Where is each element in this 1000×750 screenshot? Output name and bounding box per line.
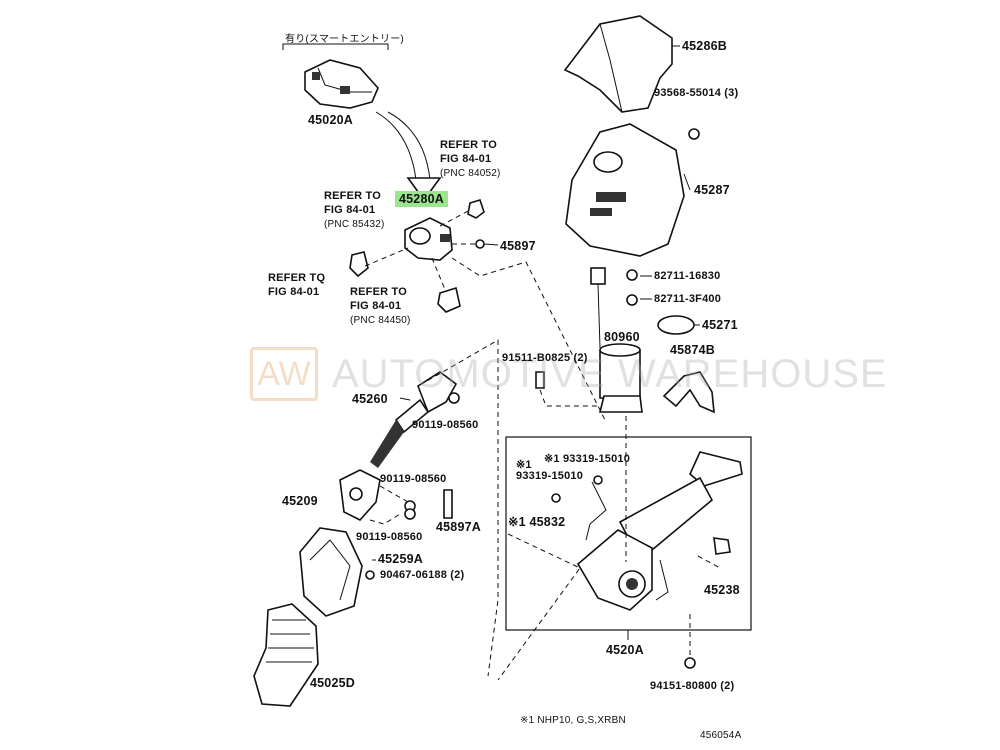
- label-93319-b[interactable]: 93319-15010: [516, 470, 584, 482]
- refer-tq-line2: FIG 84-01: [268, 286, 320, 298]
- part-45287: [565, 123, 685, 257]
- refer-85432-line3: (PNC 85432): [324, 219, 385, 230]
- option-bracket: [282, 43, 389, 50]
- label-45280A-highlighted[interactable]: 45280A: [395, 191, 448, 207]
- part-45020A: [304, 59, 379, 109]
- label-93319-b-mark: ※1: [516, 459, 532, 471]
- refer-84450-line1: REFER TO: [350, 286, 408, 298]
- label-45209[interactable]: 45209: [282, 494, 318, 508]
- label-45897[interactable]: 45897: [500, 239, 536, 253]
- part-80960: [590, 267, 643, 413]
- refer-84052-line3: (PNC 84052): [440, 168, 501, 179]
- label-91511[interactable]: 91511-B0825 (2): [502, 352, 588, 364]
- refer-84450-line2: FIG 84-01: [350, 300, 402, 312]
- refer-85432-line2: FIG 84-01: [324, 204, 376, 216]
- label-90467[interactable]: 90467-06188 (2): [380, 569, 465, 581]
- label-45020A[interactable]: 45020A: [308, 113, 353, 127]
- part-4520A-column: [576, 451, 743, 611]
- label-45287[interactable]: 45287: [694, 183, 730, 197]
- part-45209: [339, 469, 381, 521]
- label-45259A[interactable]: 45259A: [378, 552, 423, 566]
- bolt-91511: [535, 371, 545, 389]
- refer-tq-line1: REFER TQ: [268, 272, 326, 284]
- figure-number: 456054A: [700, 730, 742, 741]
- part-45280A-assembly: [349, 199, 485, 313]
- label-4520A[interactable]: 4520A: [606, 643, 644, 657]
- refer-84450-line3: (PNC 84450): [350, 315, 411, 326]
- refer-85432-line1: REFER TO: [324, 190, 382, 202]
- label-45271[interactable]: 45271: [702, 318, 738, 332]
- label-45286B[interactable]: 45286B: [682, 39, 727, 53]
- label-82711-3F400[interactable]: 82711-3F400: [654, 293, 722, 305]
- label-90119-b[interactable]: 90119-08560: [380, 473, 447, 485]
- label-80960[interactable]: 80960: [604, 330, 640, 344]
- label-45832[interactable]: ※1 45832: [508, 515, 566, 529]
- bolt-90119-a: [448, 392, 460, 404]
- part-45286B: [563, 15, 673, 113]
- label-82711-16830[interactable]: 82711-16830: [654, 270, 721, 282]
- part-45260: [370, 371, 458, 468]
- bolt-45897A: [443, 489, 453, 519]
- label-smart-entry: 有り(スマートエントリー): [285, 34, 404, 45]
- label-93319-a[interactable]: ※1 93319-15010: [544, 453, 631, 465]
- label-45025D[interactable]: 45025D: [310, 676, 355, 690]
- label-45238[interactable]: 45238: [704, 583, 740, 597]
- label-45874B[interactable]: 45874B: [670, 343, 715, 357]
- label-45897A[interactable]: 45897A: [436, 520, 481, 534]
- label-94151[interactable]: 94151-80800 (2): [650, 680, 735, 692]
- screw-93568: [688, 128, 700, 140]
- part-45271: [657, 315, 695, 335]
- label-45260[interactable]: 45260: [352, 392, 388, 406]
- part-45025D: [253, 603, 319, 707]
- label-93568[interactable]: 93568-55014 (3): [654, 87, 739, 99]
- label-90119-a[interactable]: 90119-08560: [412, 419, 479, 431]
- part-45874B: [662, 371, 715, 414]
- part-45259A: [299, 527, 363, 617]
- refer-84052-line2: FIG 84-01: [440, 153, 492, 165]
- label-90119-c[interactable]: 90119-08560: [356, 531, 423, 543]
- refer-84052-line1: REFER TO: [440, 139, 498, 151]
- footnote: ※1 NHP10, G,S,XRBN: [520, 715, 626, 726]
- bolt-94151: [684, 657, 696, 669]
